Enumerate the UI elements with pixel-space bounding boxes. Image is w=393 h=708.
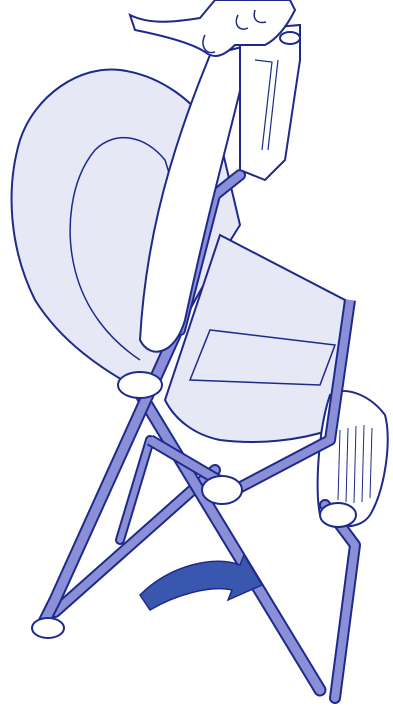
- curved-arrow-icon: [140, 555, 262, 610]
